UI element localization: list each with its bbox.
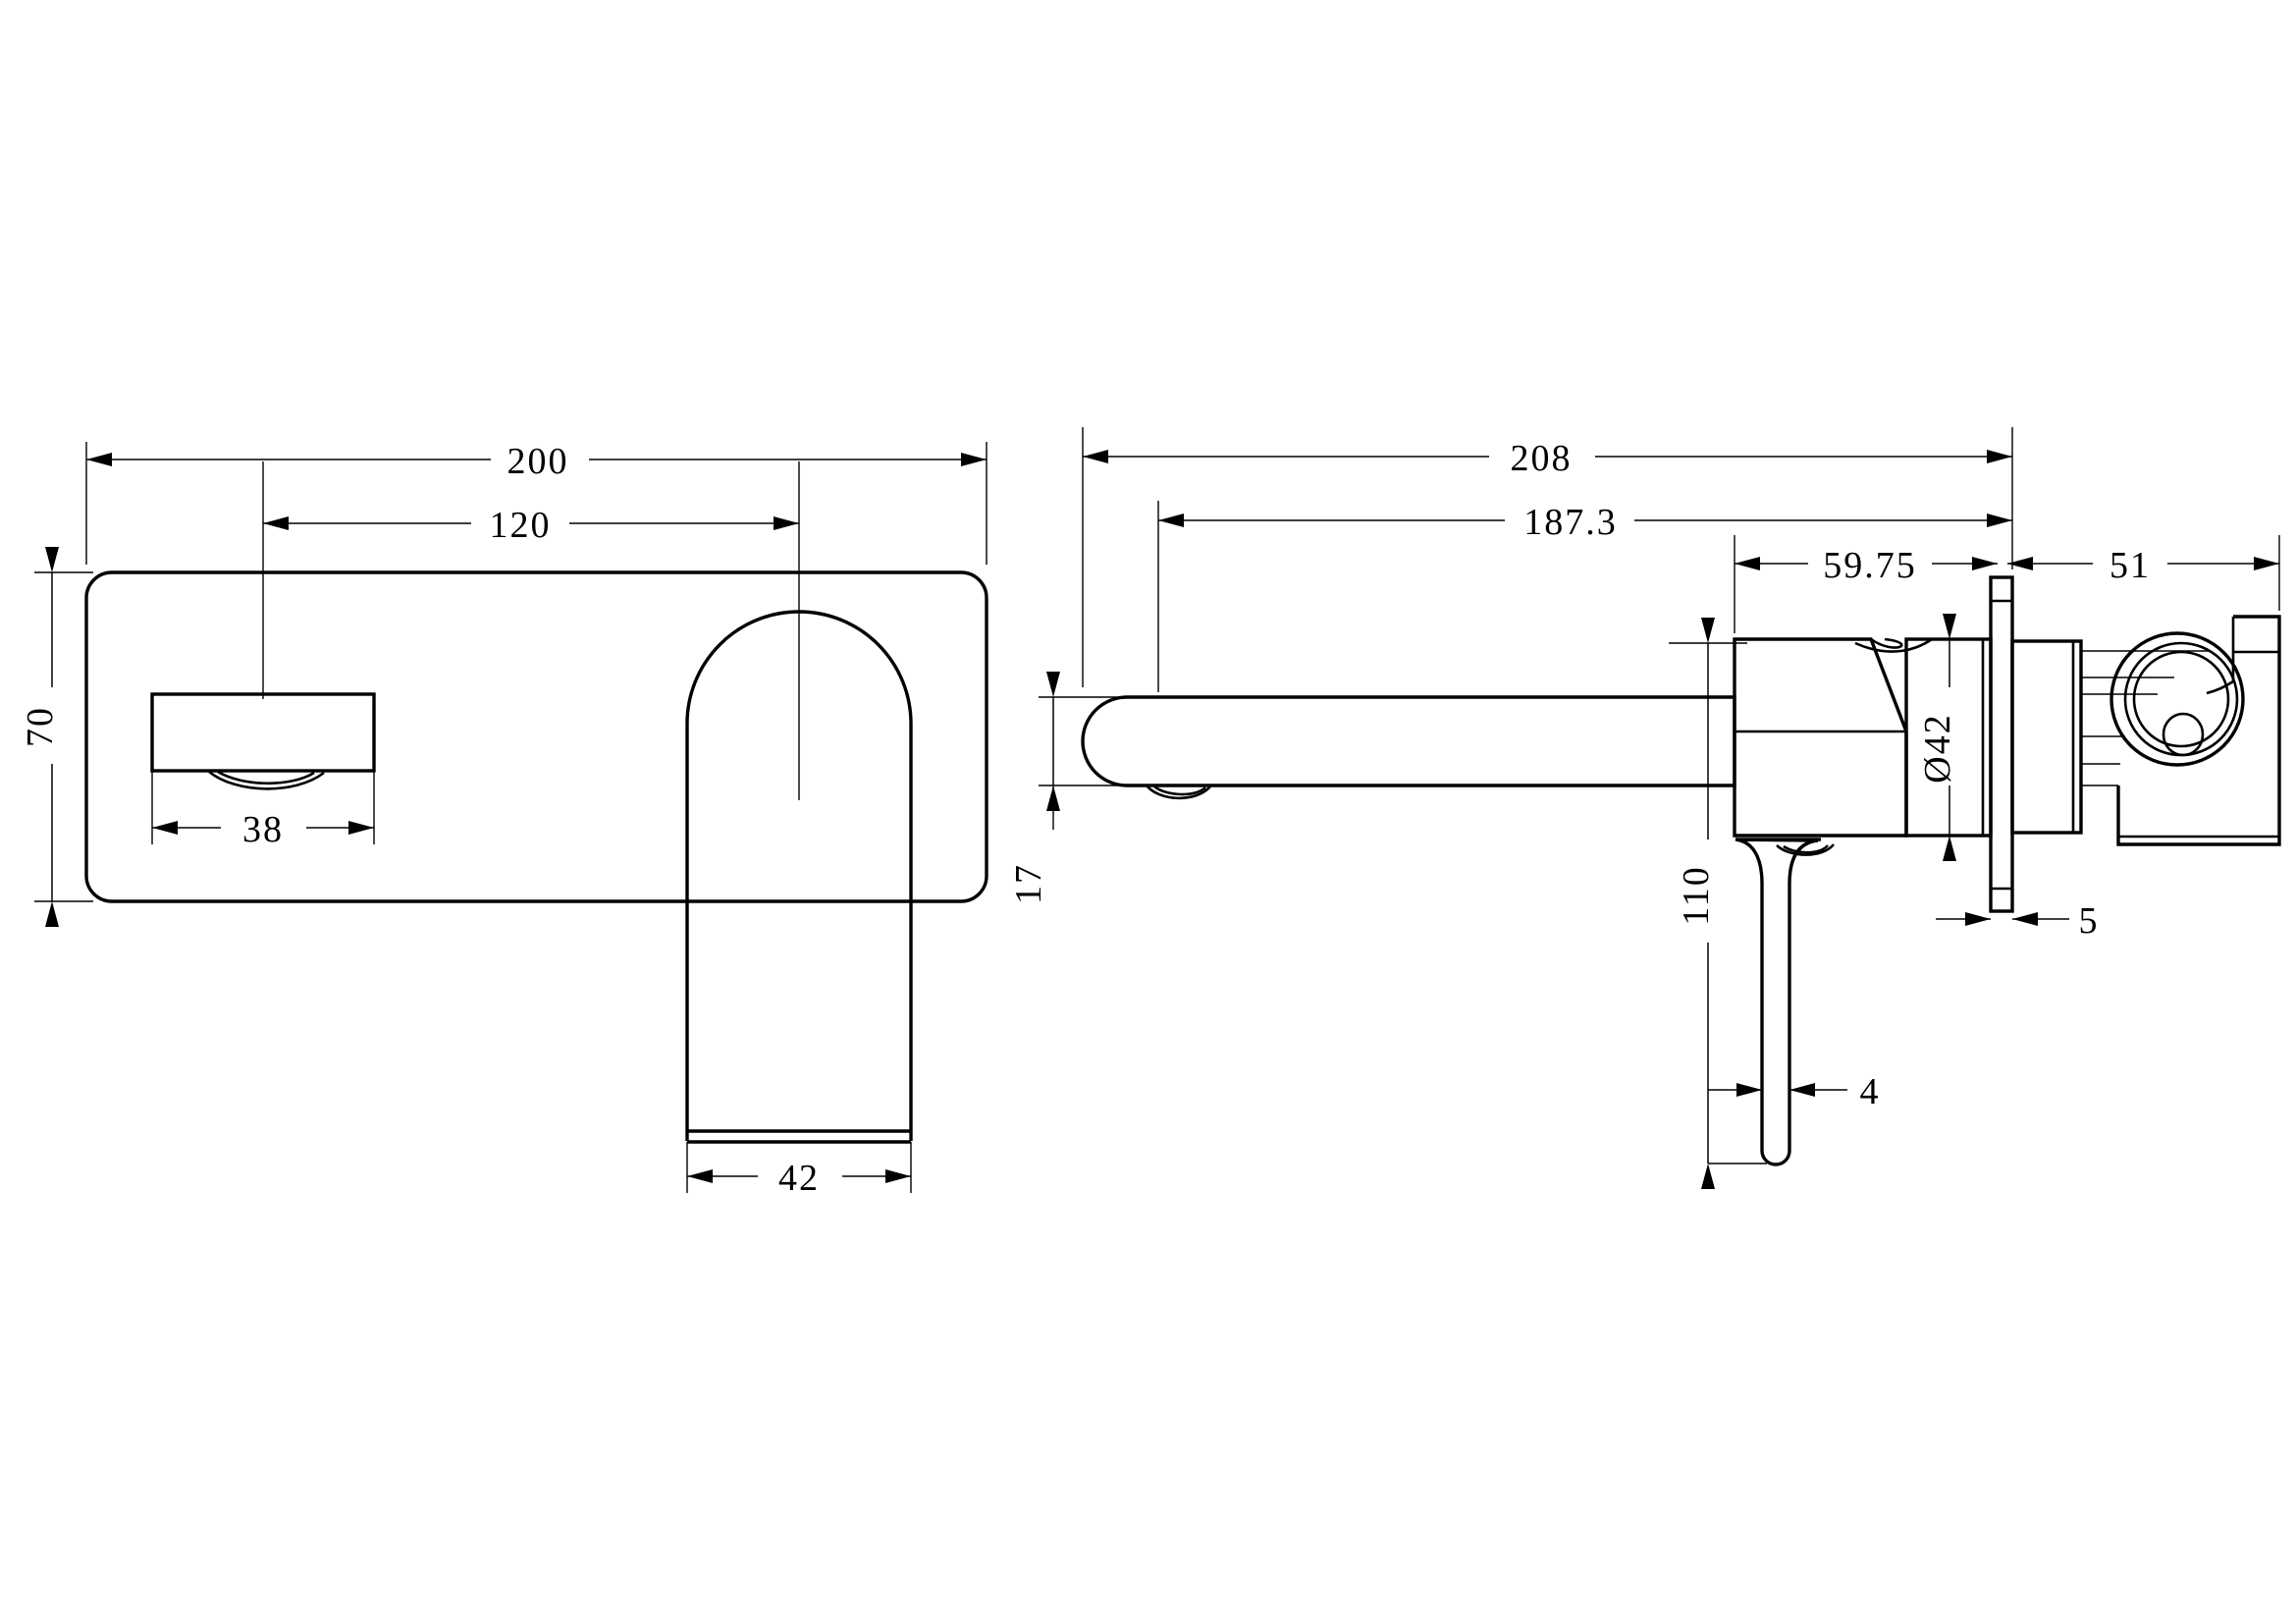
dim-label-in-wall-depth: 51 [2109, 545, 2151, 586]
dim-label-spout-height: 17 [1008, 863, 1049, 904]
backplate-outline [84, 570, 988, 903]
dim-label-overall-projection: 208 [1511, 438, 1573, 479]
dim-label-body-depth: 59.75 [1823, 545, 1917, 586]
rear-bracket-outline [2116, 615, 2281, 846]
dim-label-plate-thickness: 5 [2079, 900, 2100, 942]
rear-bracket-shoulder [2206, 679, 2234, 695]
spout-aerator-detail [1145, 785, 1211, 800]
mixer-body-outline [1733, 637, 1908, 838]
wall-plate-outline [1989, 575, 2014, 913]
lever-handle-outline [1735, 838, 1821, 1166]
dim-label-plate-width: 200 [507, 441, 569, 482]
valve-cartridge-inner-circle [2132, 650, 2230, 748]
dim-label-lever-thickness: 4 [1860, 1071, 1881, 1112]
side-elevation-view: 208 187.3 59.75 51 17 Ø42 [1008, 427, 2281, 1189]
valve-cartridge-mid-circle [2123, 641, 2239, 757]
spout-aerator-inner [1153, 785, 1206, 796]
lever-thumb-detail-inner [1783, 844, 1830, 854]
front-elevation-view: 200 120 70 38 42 [20, 441, 988, 1199]
dim-label-plate-height: 70 [20, 706, 61, 747]
dim-label-spout-projection: 187.3 [1523, 502, 1618, 543]
spout-tube-outline [1081, 695, 1736, 787]
lever-thumb-detail [1776, 843, 1836, 856]
in-wall-body-outline [2010, 639, 2083, 835]
mixer-cap-chamfer [1870, 637, 1903, 649]
dim-label-handle-to-spout: 120 [490, 505, 552, 546]
dim-label-handle-width: 38 [242, 809, 284, 850]
dim-label-body-diameter: Ø42 [1917, 713, 1958, 783]
handle-lever-detail-inner [217, 770, 315, 785]
handle-lever-detail [208, 770, 325, 790]
valve-cartridge-port [2162, 712, 2205, 757]
dim-label-spout-width: 42 [778, 1158, 820, 1199]
mixer-cap-curve [1854, 637, 1933, 653]
dim-label-lever-length: 110 [1676, 865, 1717, 926]
handle-plate-outline [150, 692, 376, 773]
valve-cartridge-outer-circle [2109, 631, 2245, 767]
